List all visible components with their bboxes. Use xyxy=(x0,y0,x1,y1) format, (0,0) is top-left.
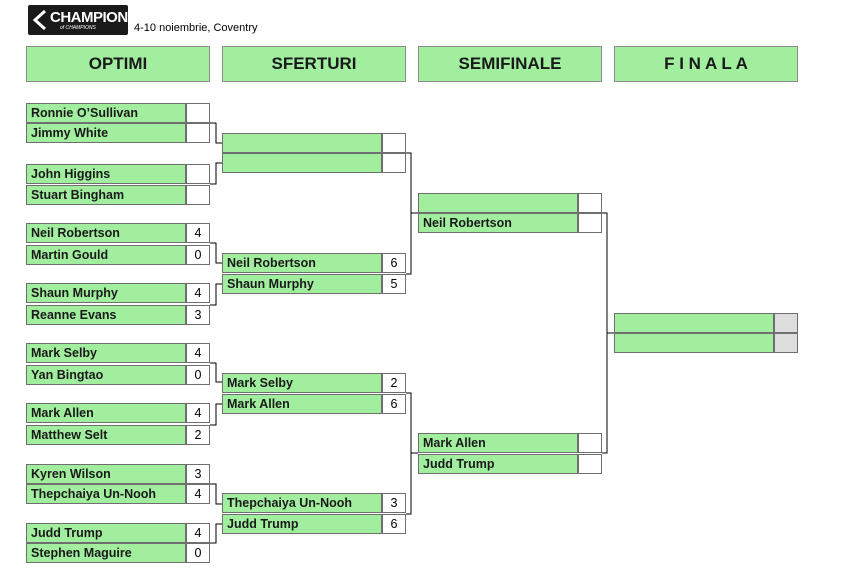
player-name: Mark Allen xyxy=(418,433,578,453)
score-box: 6 xyxy=(382,253,406,273)
column-header-semifinale: SEMIFINALE xyxy=(418,46,602,82)
event-subtitle: 4-10 noiembrie, Coventry xyxy=(134,22,258,34)
player-name: Judd Trump xyxy=(26,523,186,543)
player-name xyxy=(418,193,578,213)
player-name: Judd Trump xyxy=(222,514,382,534)
score-box: 3 xyxy=(186,305,210,325)
score-box: 4 xyxy=(186,343,210,363)
player-name: Neil Robertson xyxy=(26,223,186,243)
score-box xyxy=(578,454,602,474)
score-box xyxy=(578,193,602,213)
score-box xyxy=(382,153,406,173)
score-box: 4 xyxy=(186,283,210,303)
score-box: 3 xyxy=(382,493,406,513)
player-name xyxy=(222,153,382,173)
player-name: John Higgins xyxy=(26,164,186,184)
player-name: Thepchaiya Un-Nooh xyxy=(26,484,186,504)
player-name: Martin Gould xyxy=(26,245,186,265)
column-header-optimi: OPTIMI xyxy=(26,46,210,82)
score-box: 4 xyxy=(186,484,210,504)
player-name xyxy=(614,313,774,333)
player-name: Mark Selby xyxy=(26,343,186,363)
champion-of-champions-logo: CHAMPION of CHAMPIONS xyxy=(28,5,128,35)
score-box: 4 xyxy=(186,523,210,543)
score-box: 6 xyxy=(382,514,406,534)
player-name: Yan Bingtao xyxy=(26,365,186,385)
player-name: Stephen Maguire xyxy=(26,543,186,563)
player-name: Neil Robertson xyxy=(418,213,578,233)
player-name: Matthew Selt xyxy=(26,425,186,445)
player-name: Reanne Evans xyxy=(26,305,186,325)
score-box: 2 xyxy=(186,425,210,445)
score-box: 5 xyxy=(382,274,406,294)
logo-text: CHAMPION xyxy=(50,9,128,26)
score-box: 2 xyxy=(382,373,406,393)
player-name: Kyren Wilson xyxy=(26,464,186,484)
column-header-sferturi: SFERTURI xyxy=(222,46,406,82)
player-name: Mark Selby xyxy=(222,373,382,393)
score-box xyxy=(186,185,210,205)
score-box xyxy=(578,433,602,453)
player-name: Shaun Murphy xyxy=(26,283,186,303)
score-box xyxy=(382,133,406,153)
score-box: 4 xyxy=(186,223,210,243)
score-box xyxy=(186,123,210,143)
player-name: Neil Robertson xyxy=(222,253,382,273)
player-name: Mark Allen xyxy=(222,394,382,414)
score-box: 6 xyxy=(382,394,406,414)
logo-chevron-icon xyxy=(32,9,47,31)
score-box xyxy=(774,313,798,333)
logo-subtext: of CHAMPIONS xyxy=(60,25,96,31)
score-box xyxy=(578,213,602,233)
player-name: Stuart Bingham xyxy=(26,185,186,205)
score-box: 4 xyxy=(186,403,210,423)
score-box: 0 xyxy=(186,365,210,385)
player-name xyxy=(614,333,774,353)
player-name: Mark Allen xyxy=(26,403,186,423)
score-box xyxy=(186,103,210,123)
player-name: Thepchaiya Un-Nooh xyxy=(222,493,382,513)
score-box xyxy=(774,333,798,353)
player-name: Judd Trump xyxy=(418,454,578,474)
column-header-finala: F I N A L A xyxy=(614,46,798,82)
score-box: 0 xyxy=(186,543,210,563)
player-name: Ronnie O’Sullivan xyxy=(26,103,186,123)
player-name: Jimmy White xyxy=(26,123,186,143)
player-name: Shaun Murphy xyxy=(222,274,382,294)
score-box: 0 xyxy=(186,245,210,265)
player-name xyxy=(222,133,382,153)
score-box xyxy=(186,164,210,184)
score-box: 3 xyxy=(186,464,210,484)
